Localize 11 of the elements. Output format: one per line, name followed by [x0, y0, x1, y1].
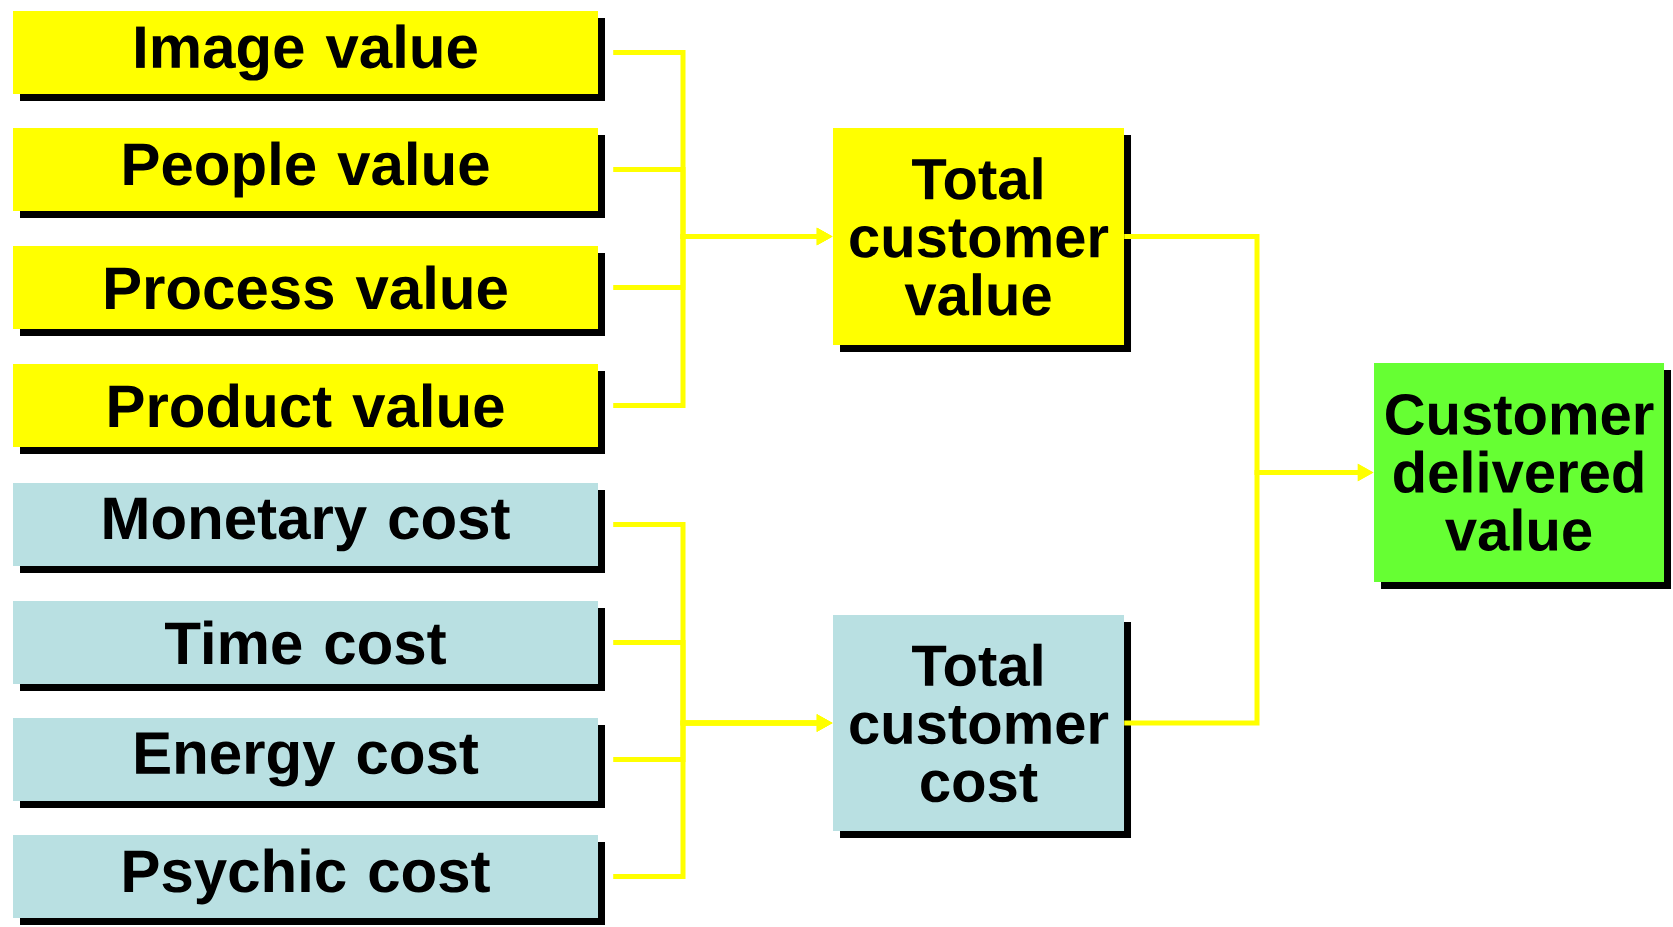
box: Total customer cost — [833, 615, 1131, 838]
box: Customer delivered value — [1374, 363, 1671, 589]
box: Monetary cost — [13, 483, 605, 573]
box: Image value — [13, 11, 605, 101]
box: Product value — [13, 364, 605, 454]
box: Psychic cost — [13, 835, 605, 925]
box: People value — [13, 128, 605, 218]
box: Process value — [13, 246, 605, 336]
box: Energy cost — [13, 718, 605, 808]
box: Time cost — [13, 601, 605, 691]
box: Total customer value — [833, 128, 1131, 352]
